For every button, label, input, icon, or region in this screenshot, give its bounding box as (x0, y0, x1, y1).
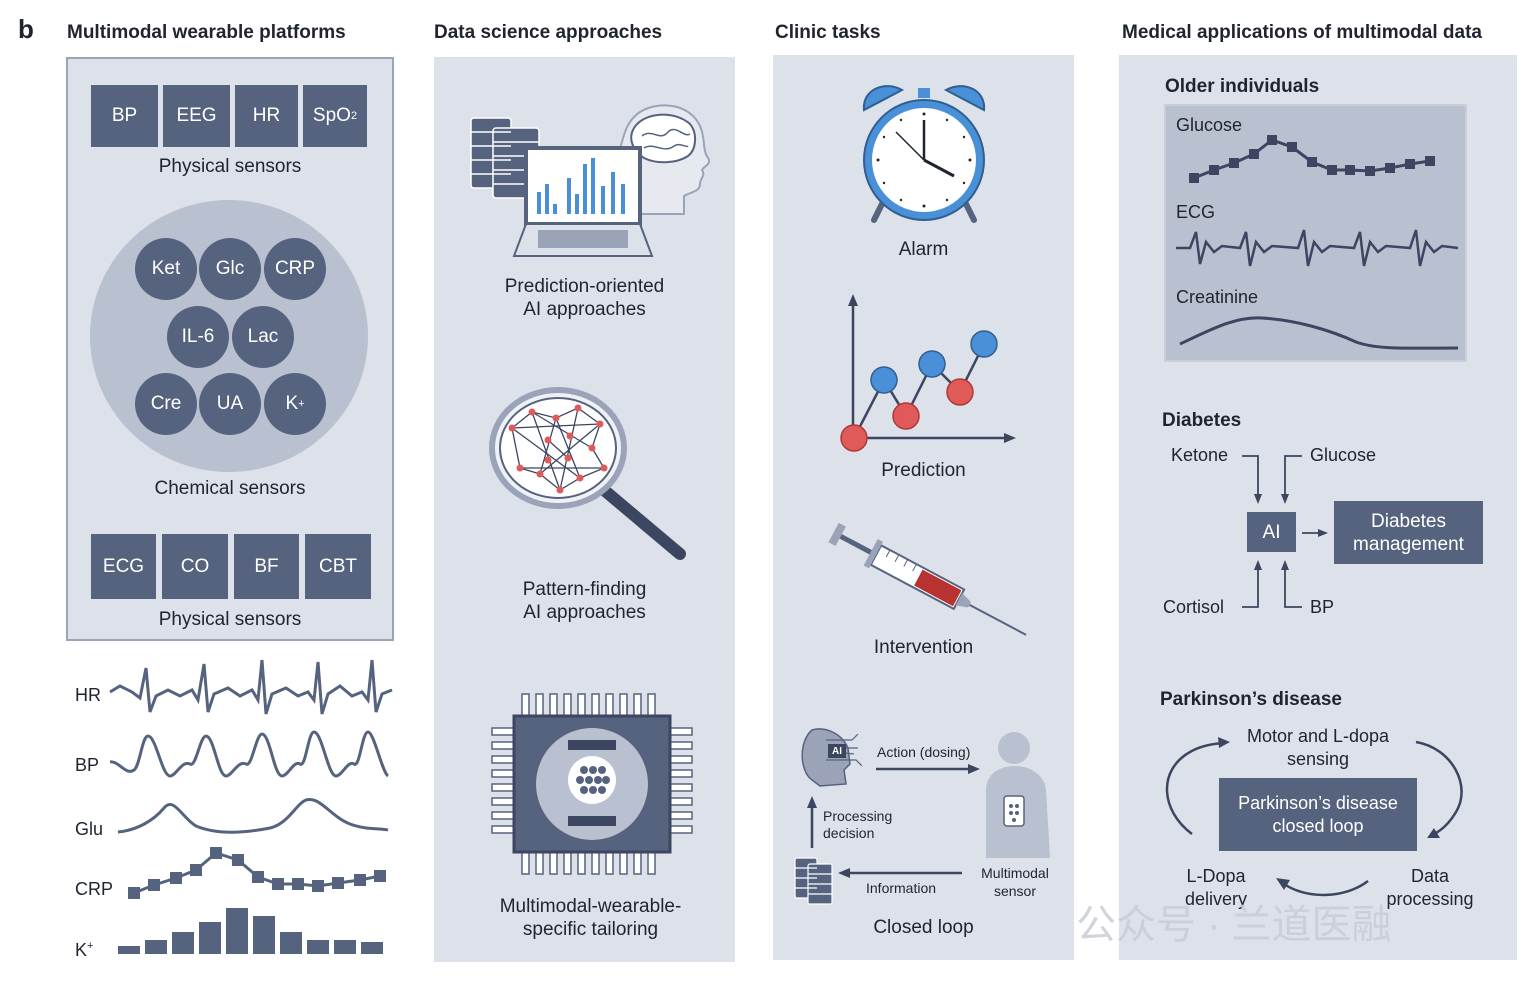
chemical-sensors-label: Chemical sensors (154, 478, 306, 499)
processing-arrowhead (807, 796, 817, 808)
watermark: 公众号 · 兰道医融 (1076, 903, 1392, 947)
diabetes-cortisol: Cortisol (1163, 597, 1225, 617)
sensor-cbt: CBT (305, 534, 371, 599)
laptop-bar-chart (537, 158, 625, 214)
sensor-ecg: ECG (91, 534, 156, 599)
k-bars (118, 908, 383, 954)
chem-il6: IL-6 (167, 306, 229, 368)
diabetes-ai-box: AI (1247, 512, 1296, 552)
alarm-clock-icon (862, 85, 986, 223)
alarm-label: Alarm (898, 239, 949, 260)
information-arrowhead (838, 868, 850, 878)
prediction-plot-icon (840, 294, 1016, 452)
chem-ket: Ket (135, 238, 197, 300)
sensor-eeg: EEG (163, 85, 230, 147)
ai-chip-label: AI (832, 746, 842, 757)
parkinsons-title: Parkinson’s disease (1160, 689, 1343, 710)
physical-sensors-bottom-label: Physical sensors (158, 609, 302, 630)
sensor-bf: BF (234, 534, 299, 599)
sensor-bp: BP (91, 85, 158, 147)
action-arrowhead (968, 764, 980, 774)
diabetes-glucose: Glucose (1310, 445, 1377, 465)
chem-ua: UA (199, 373, 261, 435)
signal-label-bp: BP (75, 755, 100, 775)
diabetes-bp: BP (1310, 597, 1335, 617)
information-label: Information (866, 880, 937, 896)
medical-title: Medical applications of multimodal data (1122, 22, 1482, 43)
crp-markers (128, 847, 386, 899)
prediction-label: Prediction (881, 460, 966, 481)
sensor-co: CO (162, 534, 228, 599)
older-individuals-title: Older individuals (1165, 76, 1320, 97)
chem-cre: Cre (135, 373, 197, 435)
panel-label: b (18, 14, 34, 44)
glu-trace (117, 798, 389, 834)
chip-icon (491, 693, 693, 875)
tailoring-label: Multimodal-wearable-specific tailoring (499, 896, 682, 940)
older-glucose-label: Glucose (1176, 115, 1243, 135)
laptop-icon (512, 146, 654, 257)
network-nodes (508, 404, 608, 494)
diabetes-title: Diabetes (1162, 410, 1242, 431)
magnifier-network-icon (489, 387, 686, 560)
diabetes-ketone: Ketone (1171, 445, 1229, 465)
signal-label-glu: Glu (75, 819, 104, 839)
bp-trace (109, 730, 390, 778)
action-label: Action (dosing) (877, 744, 971, 760)
signal-label-k: K+ (75, 940, 94, 960)
signal-label-hr: HR (75, 685, 101, 705)
older-glucose-markers (1189, 135, 1435, 183)
chem-glc: Glc (199, 238, 261, 300)
person-sensor-icon (986, 732, 1050, 858)
syringe-icon (828, 522, 1027, 636)
wearables-title: Multimodal wearable platforms (67, 22, 346, 43)
physical-sensors-label: Physical sensors (158, 156, 302, 177)
sensor-hr: HR (235, 85, 298, 147)
intervention-label: Intervention (873, 637, 974, 658)
older-ecg-label: ECG (1176, 202, 1216, 222)
chip-core-dots (576, 766, 610, 794)
closed-loop-label: Closed loop (873, 917, 974, 938)
signal-label-crp: CRP (75, 879, 114, 899)
older-ecg-trace (1176, 229, 1459, 267)
older-creatinine-trace (1179, 316, 1459, 350)
chem-k: K+ (264, 373, 326, 435)
closed-loop-database-icon (794, 857, 833, 905)
clock-ticks (876, 112, 972, 208)
older-creatinine-label: Creatinine (1176, 287, 1259, 307)
chem-lac: Lac (232, 306, 294, 368)
hr-trace (109, 659, 393, 715)
ai-head-icon (801, 728, 863, 787)
clinic-title: Clinic tasks (775, 22, 881, 43)
chem-crp: CRP (264, 238, 326, 300)
data-science-title: Data science approaches (434, 22, 663, 43)
